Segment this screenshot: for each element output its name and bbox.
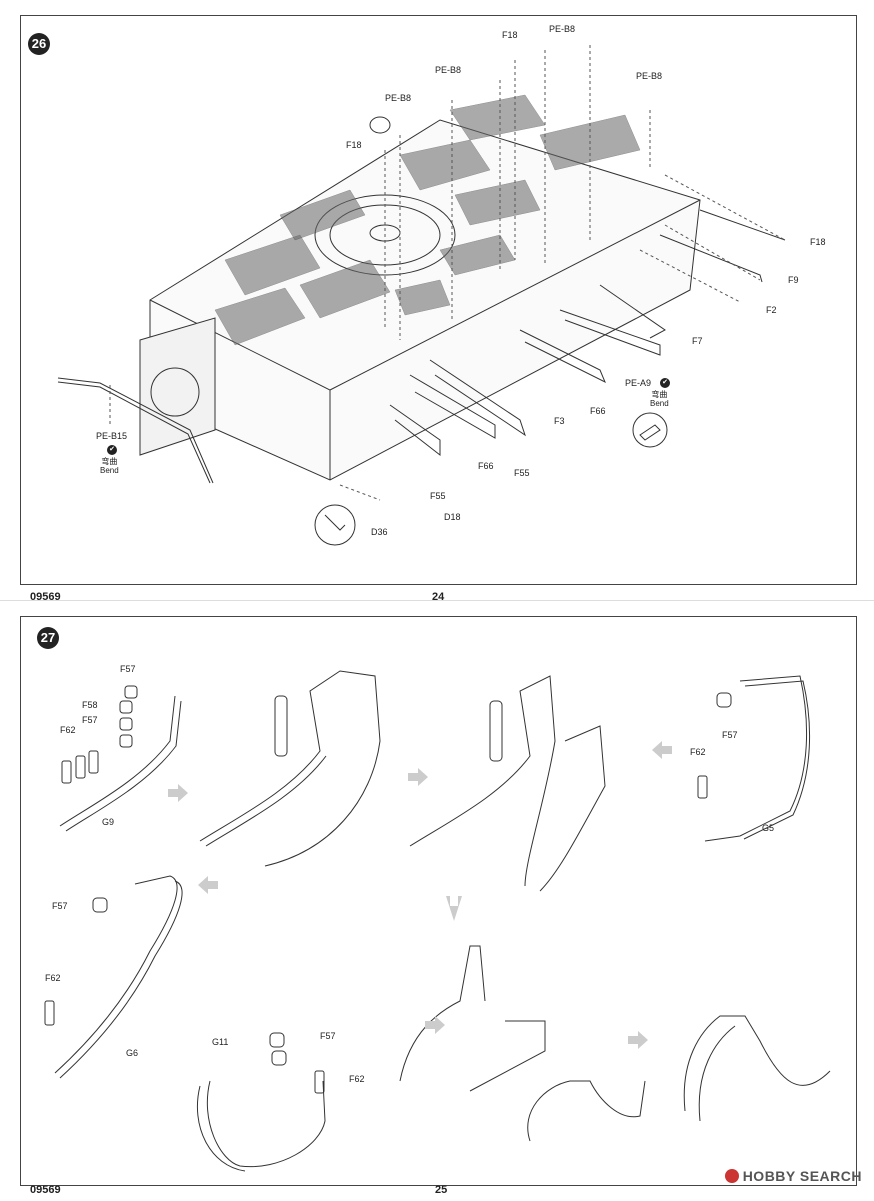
watermark: HOBBY SEARCH bbox=[724, 1168, 862, 1184]
part-label-F62: F62 bbox=[60, 725, 76, 735]
part-label-PE-A9: PE-A9 bbox=[625, 378, 652, 388]
part-label-F55: F55 bbox=[430, 491, 446, 501]
part-label-F57: F57 bbox=[52, 901, 68, 911]
page-frame bbox=[20, 15, 857, 585]
part-label-F62: F62 bbox=[45, 973, 61, 983]
part-label-F62: F62 bbox=[690, 747, 706, 757]
watermark-text: HOBBY SEARCH bbox=[742, 1168, 862, 1184]
part-label-G6: G6 bbox=[126, 1048, 139, 1058]
part-label-F57: F57 bbox=[320, 1031, 336, 1041]
step-number-badge: 26 bbox=[28, 33, 50, 55]
bend-note-en: Bend bbox=[100, 466, 119, 475]
step-number-badge: 27 bbox=[37, 627, 59, 649]
part-label-F9: F9 bbox=[788, 275, 799, 285]
watermark-logo-icon bbox=[724, 1169, 739, 1183]
bend-note-cn: 弯曲 bbox=[651, 390, 668, 399]
part-label-D36: D36 bbox=[371, 527, 388, 537]
checkmark-icon: ✔ bbox=[660, 378, 670, 388]
part-label-F66: F66 bbox=[478, 461, 494, 471]
bend-note: 弯曲 Bend bbox=[650, 390, 669, 408]
part-label-G11: G11 bbox=[212, 1037, 229, 1047]
page-frame bbox=[20, 616, 857, 1186]
checkmark-icon: ✔ bbox=[107, 445, 117, 455]
part-label-PE-B8: PE-B8 bbox=[385, 93, 412, 103]
bend-note-cn: 弯曲 bbox=[101, 457, 118, 466]
part-label-F57: F57 bbox=[722, 730, 738, 740]
part-label-F7: F7 bbox=[692, 336, 703, 346]
part-label-F57: F57 bbox=[120, 664, 136, 674]
part-label-F2: F2 bbox=[766, 305, 777, 315]
part-label-F18: F18 bbox=[810, 237, 826, 247]
part-label-F3: F3 bbox=[554, 416, 565, 426]
hull-rear-assembly-drawing bbox=[57, 45, 786, 546]
page-number: 25 bbox=[435, 1184, 448, 1196]
part-label-F66: F66 bbox=[590, 406, 606, 416]
bend-note: 弯曲 Bend bbox=[100, 457, 119, 475]
bend-note-en: Bend bbox=[650, 399, 669, 408]
part-label-PE-B8: PE-B8 bbox=[435, 65, 462, 75]
part-label-PE-B8: PE-B8 bbox=[549, 24, 576, 34]
instruction-page-25: 27 bbox=[0, 600, 874, 1201]
kit-code: 09569 bbox=[30, 1184, 61, 1196]
part-label-F18: F18 bbox=[502, 30, 518, 40]
part-label-G9: G9 bbox=[102, 817, 115, 827]
part-label-F55: F55 bbox=[514, 468, 530, 478]
part-label-F57: F57 bbox=[82, 715, 98, 725]
part-label-F58: F58 bbox=[82, 700, 98, 710]
part-label-PE-B8: PE-B8 bbox=[636, 71, 663, 81]
part-label-G5: G5 bbox=[762, 823, 775, 833]
part-label-F62: F62 bbox=[349, 1074, 365, 1084]
part-label-PE-B15: PE-B15 bbox=[96, 431, 128, 441]
exhaust-pipe-assembly-drawing bbox=[44, 670, 831, 1172]
part-label-D18: D18 bbox=[444, 512, 461, 522]
part-label-F18: F18 bbox=[346, 140, 362, 150]
instruction-page-24: 26 bbox=[0, 0, 874, 603]
